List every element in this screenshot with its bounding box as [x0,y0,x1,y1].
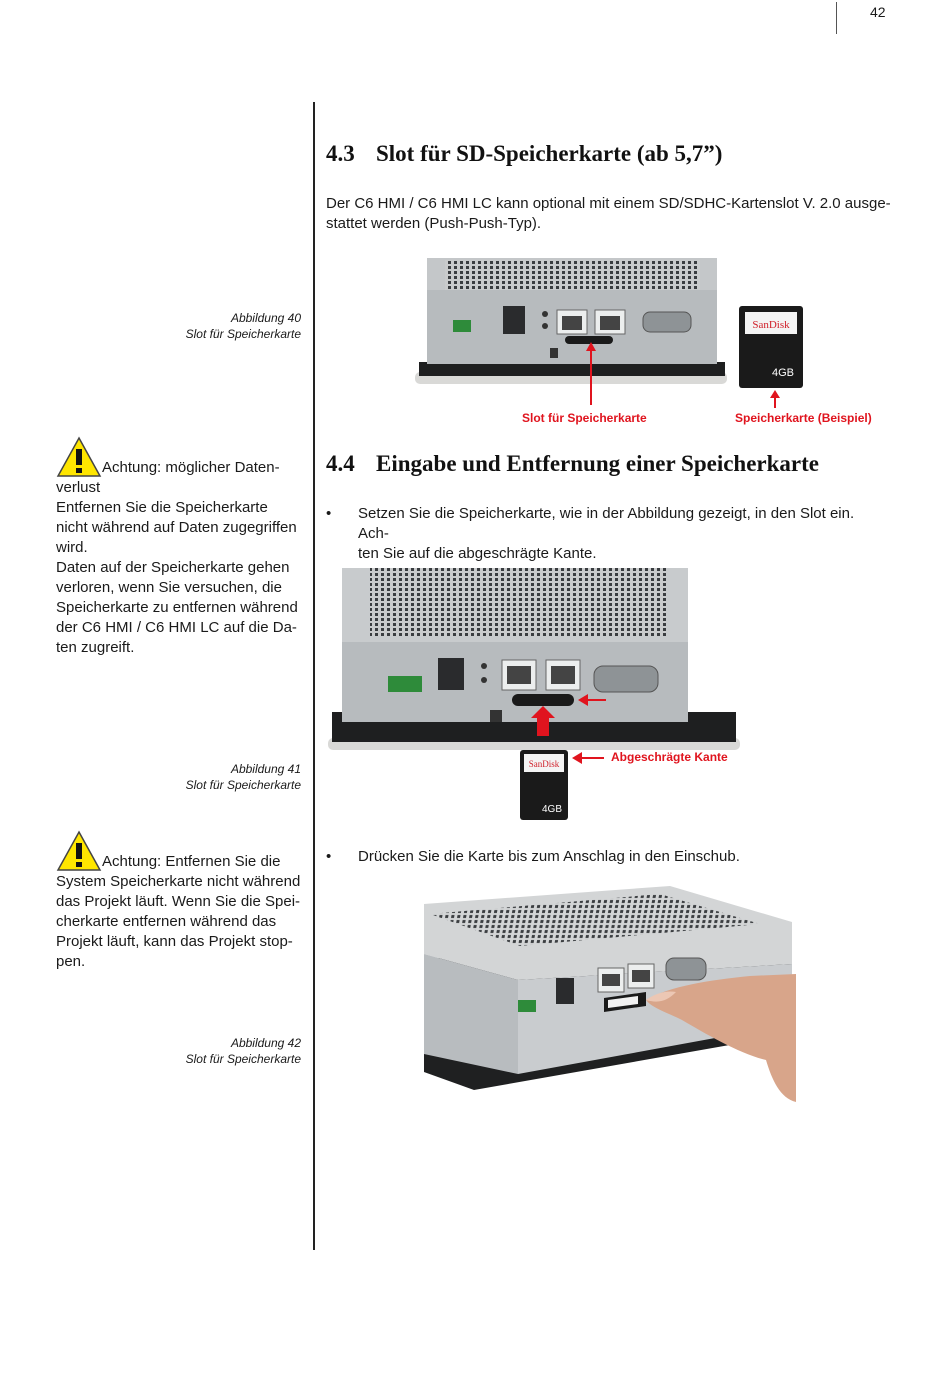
warning-remove-card: Achtung: Entfernen Sie die System Speich… [56,830,306,972]
figure-41-caption: Abbildung 41 Slot für Speicherkarte [56,761,301,793]
warning-heading-line: Achtung: möglicher Daten- [56,436,306,478]
bullet-line: Setzen Sie die Speicherkarte, wie in der… [358,505,855,542]
bullet-push-card: • Drücken Sie die Karte bis zum Anschlag… [326,847,896,869]
warning-data-loss: Achtung: möglicher Daten- verlust Entfer… [56,436,306,658]
bullet-dot: • [326,505,332,522]
caption-number: Abbildung 41 [230,762,301,776]
bullet-line: ten Sie auf die abgeschrägte Kante. [358,545,597,562]
warning-line: der C6 HMI / C6 HMI LC auf die Da- [56,619,297,636]
caption-text: Slot für Speicherkarte [185,327,301,341]
page-number: 42 [870,4,886,20]
warning-line: cherkarte entfernen während das [56,913,277,930]
warning-line: verloren, wenn Sie versuchen, die [56,579,282,596]
warning-head: Achtung: möglicher Daten- [102,459,280,476]
card-brand: SanDisk [752,319,790,331]
figure-42-finger-push-photo [424,886,796,1102]
bullet-line: Drücken Sie die Karte bis zum Anschlag i… [358,848,740,865]
section-4-3-heading: 4.3 Slot für SD-Speicherkarte (ab 5,7”) [326,141,722,167]
warning-line: wird. [56,539,88,556]
column-divider [313,102,315,1250]
card-brand: SanDisk [529,759,560,769]
warning-line: Speicherkarte zu entfernen während [56,599,298,616]
bullet-dot: • [326,848,332,865]
section-4-3-body: Der C6 HMI / C6 HMI LC kann optional mit… [326,194,896,234]
card-capacity: 4GB [542,804,562,815]
caption-text: Slot für Speicherkarte [185,778,301,792]
caption-text: Slot für Speicherkarte [185,1052,301,1066]
label-card-example: Speicherkarte (Beispiel) [735,411,872,425]
section-number: 4.4 [326,451,355,476]
figure-41-card-insertion-photo: SanDisk 4GB [328,568,740,820]
warning-line: Entfernen Sie die Speicherkarte [56,499,268,516]
figure-42-caption: Abbildung 42 Slot für Speicherkarte [56,1035,301,1067]
warning-icon [56,830,102,871]
warning-line: nicht während auf Daten zugegriffen [56,519,297,536]
caption-number: Abbildung 42 [230,1036,301,1050]
warning-line: Daten auf der Speicherkarte gehen [56,559,290,576]
section-number: 4.3 [326,141,355,166]
body-line: Der C6 HMI / C6 HMI LC kann optional mit… [326,195,891,212]
warning-icon [56,436,102,477]
warning-line: verlust [56,479,101,496]
warning-line: Projekt läuft, kann das Projekt stop- [56,933,293,950]
label-beveled-edge: Abgeschrägte Kante [611,750,728,764]
warning-line: pen. [56,953,86,970]
caption-number: Abbildung 40 [230,311,301,325]
warning-line: System Speicherkarte nicht während [56,873,301,890]
section-title: Slot für SD-Speicherkarte (ab 5,7”) [376,141,723,166]
bullet-insert-card: • Setzen Sie die Speicherkarte, wie in d… [326,504,896,562]
warning-heading-line: Achtung: Entfernen Sie die [56,830,306,872]
label-slot: Slot für Speicherkarte [522,411,647,425]
figure-40-device-rear-photo: SanDisk 4GB [415,258,803,408]
body-line: stattet werden (Push-Push-Typ). [326,215,542,232]
header-divider [836,2,837,34]
card-capacity: 4GB [772,367,794,379]
warning-line: das Projekt läuft. Wenn Sie die Spei- [56,893,301,910]
warning-head: Achtung: Entfernen Sie die [102,853,281,870]
warning-line: ten zugreift. [56,639,135,656]
section-title: Eingabe und Entfernung einer Speicherkar… [376,451,819,476]
section-4-4-heading: 4.4 Eingabe und Entfernung einer Speicher… [326,451,819,477]
figure-40-caption: Abbildung 40 Slot für Speicherkarte [56,310,301,342]
